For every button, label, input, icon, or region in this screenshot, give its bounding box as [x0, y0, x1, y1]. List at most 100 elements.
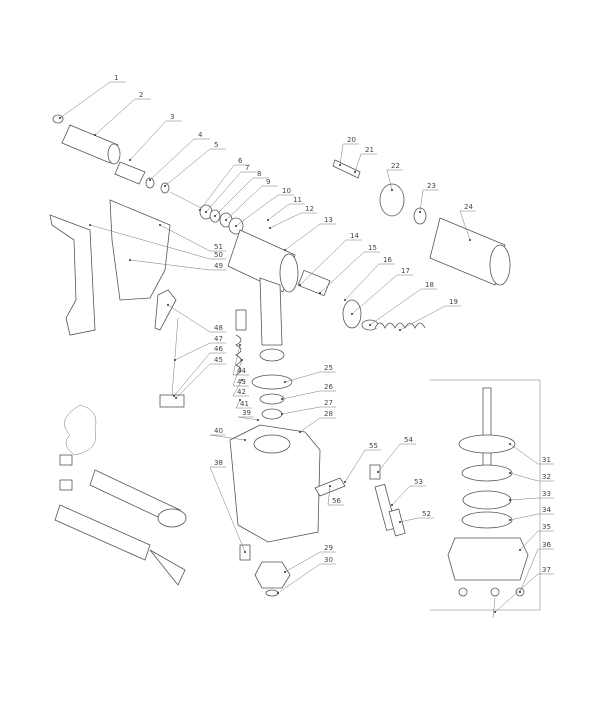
part-number-label: 50 [214, 251, 223, 259]
part-number-label: 18 [425, 281, 434, 289]
leader-dot [369, 324, 371, 326]
leader-line [209, 434, 246, 441]
part-number-label: 45 [214, 356, 223, 364]
leader-line [159, 224, 226, 252]
part-number-label: 21 [365, 146, 374, 154]
leader-dot [494, 611, 496, 613]
leader-dot [241, 359, 243, 361]
leader-dot [344, 299, 346, 301]
part-number-label: 16 [383, 256, 392, 264]
leader-dot [129, 159, 131, 161]
leader-line [354, 153, 377, 173]
leader-line [164, 148, 226, 187]
leader-dot [329, 485, 331, 487]
part-number-label: 38 [214, 459, 223, 467]
leader-dot [519, 549, 521, 551]
part-number-label: 24 [464, 203, 473, 211]
part-number-label: 7 [245, 164, 249, 172]
part-number-label: 30 [324, 556, 333, 564]
leader-line [399, 517, 434, 523]
leader-dot [319, 292, 321, 294]
leader-line [399, 305, 461, 331]
leader-dot [339, 164, 341, 166]
leader-line [494, 573, 554, 613]
leader-line [59, 81, 126, 119]
part-number-label: 22 [391, 162, 400, 170]
leader-line [232, 379, 249, 397]
leader-line [167, 304, 226, 333]
part-number-label: 29 [324, 544, 333, 552]
part-number-label: 34 [542, 506, 551, 514]
leader-line [284, 551, 336, 573]
leader-line [237, 416, 259, 421]
leader-line [129, 120, 182, 161]
leader-dot [59, 117, 61, 119]
part-number-label: 48 [214, 324, 223, 332]
leader-dot [159, 224, 161, 226]
leader-dot [89, 224, 91, 226]
leader-dot [391, 189, 393, 191]
leader-dot [299, 284, 301, 286]
reservoir-assembly [430, 379, 541, 619]
part-number-label: 52 [422, 510, 431, 518]
leader-line [351, 274, 413, 315]
leader-line [386, 169, 403, 191]
leader-dot [469, 239, 471, 241]
leader-line [214, 177, 269, 217]
part-number-label: 15 [368, 244, 377, 252]
leader-dot [239, 399, 241, 401]
leader-line [299, 239, 362, 286]
leader-dot [205, 211, 207, 213]
leader-line [281, 390, 336, 400]
part-number-label: 20 [347, 136, 356, 144]
leader-dot [94, 134, 96, 136]
part-number-label: 44 [237, 367, 246, 375]
part-number-label: 35 [542, 523, 551, 531]
leader-dot [269, 227, 271, 229]
part-number-label: 49 [214, 262, 223, 270]
part-number-label: 19 [449, 298, 458, 306]
leader-line [509, 497, 554, 501]
leader-line [175, 363, 226, 399]
leader-dot [199, 209, 201, 211]
leader-line [299, 417, 336, 433]
leader-dot [267, 219, 269, 221]
part-number-label: 47 [214, 335, 223, 343]
leader-line [277, 563, 336, 594]
leader-dot [277, 592, 279, 594]
part-number-label: 5 [214, 141, 218, 149]
leader-line [509, 472, 554, 482]
part-number-label: 40 [214, 427, 223, 435]
part-number-label: 6 [238, 157, 243, 165]
leader-line [235, 399, 252, 409]
leader-line [173, 352, 226, 397]
accessories [54, 404, 187, 586]
leader-dot [281, 413, 283, 415]
part-number-label: 13 [324, 216, 333, 224]
leader-line [391, 485, 426, 506]
part-number-label: 56 [332, 497, 341, 505]
part-number-label: 8 [257, 170, 261, 178]
leader-dot [284, 381, 286, 383]
leader-line [319, 251, 380, 294]
part-number-label: 3 [170, 113, 174, 121]
part-number-label: 12 [305, 205, 314, 213]
leader-line [419, 189, 439, 213]
main-cylinder-body [227, 229, 426, 362]
leader-line [509, 513, 554, 521]
leader-line [94, 98, 151, 136]
part-number-label: 17 [401, 267, 410, 275]
leader-line [205, 171, 257, 213]
part-number-label: 53 [414, 478, 423, 486]
part-number-label: 1 [114, 74, 118, 82]
leader-line [509, 443, 554, 465]
leader-dot [257, 419, 259, 421]
part-number-label: 14 [350, 232, 359, 240]
leader-line [459, 210, 476, 241]
leader-dot [239, 344, 241, 346]
leader-dot [509, 519, 511, 521]
leader-dot [173, 395, 175, 397]
leader-dot [509, 499, 511, 501]
